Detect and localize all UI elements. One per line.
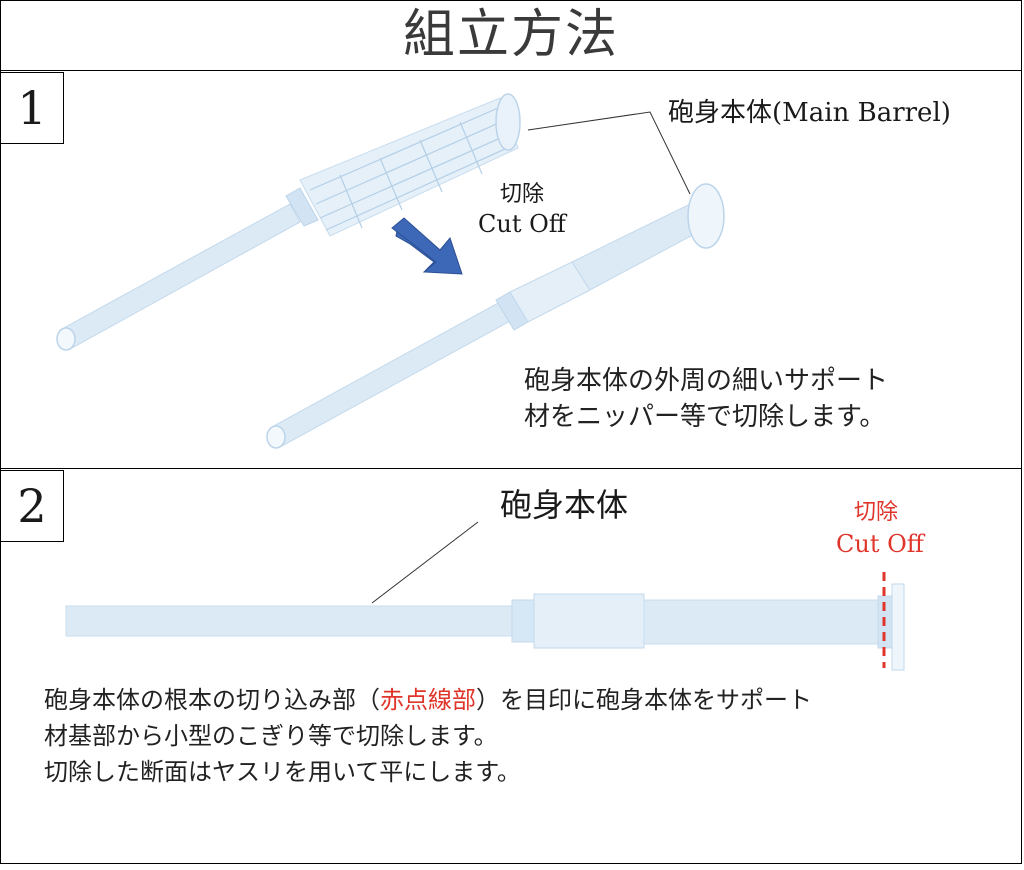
title-divider	[0, 70, 1022, 71]
barrel-side-view	[65, 583, 905, 671]
step-1-cut-jp: 切除	[500, 182, 545, 207]
step-2-description-line-2: 材基部から小型のこぎり等で切除します。	[44, 722, 498, 750]
step-1-part-label: 砲身本体(Main Barrel)	[668, 92, 951, 129]
step-2-description-line-1: 砲身本体の根本の切り込み部（赤点線部）を目印に砲身本体をサポート	[44, 684, 812, 717]
barrel-with-support	[56, 93, 521, 351]
description-text: 砲身本体の根本の切り込み部（	[44, 686, 380, 714]
description-highlight: 赤点線部	[380, 686, 476, 714]
step-2-number: 2	[0, 470, 64, 542]
step-1-cut-en: Cut Off	[478, 210, 566, 238]
part-label-text: 砲身本体(Main Barrel)	[668, 98, 951, 128]
step-2-cut-en: Cut Off	[836, 530, 924, 558]
step-1-description-line-1: 砲身本体の外周の細いサポート	[524, 366, 889, 396]
barrel-cleaned	[266, 183, 725, 449]
step-2-cut-jp: 切除	[854, 500, 899, 525]
description-text: ）を目印に砲身本体をサポート	[476, 686, 812, 714]
step-1-leader-line	[527, 111, 691, 195]
step-1-description-line-2: 材をニッパー等で切除します。	[524, 402, 886, 432]
step-divider	[0, 468, 1022, 469]
step-2-description-line-3: 切除した断面はヤスリを用いて平にします。	[44, 758, 521, 786]
step-2-part-label: 砲身本体	[500, 486, 629, 524]
page-title: 組立方法	[402, 5, 619, 65]
step-1-number: 1	[0, 72, 64, 144]
step-2-leader-line	[371, 521, 479, 604]
